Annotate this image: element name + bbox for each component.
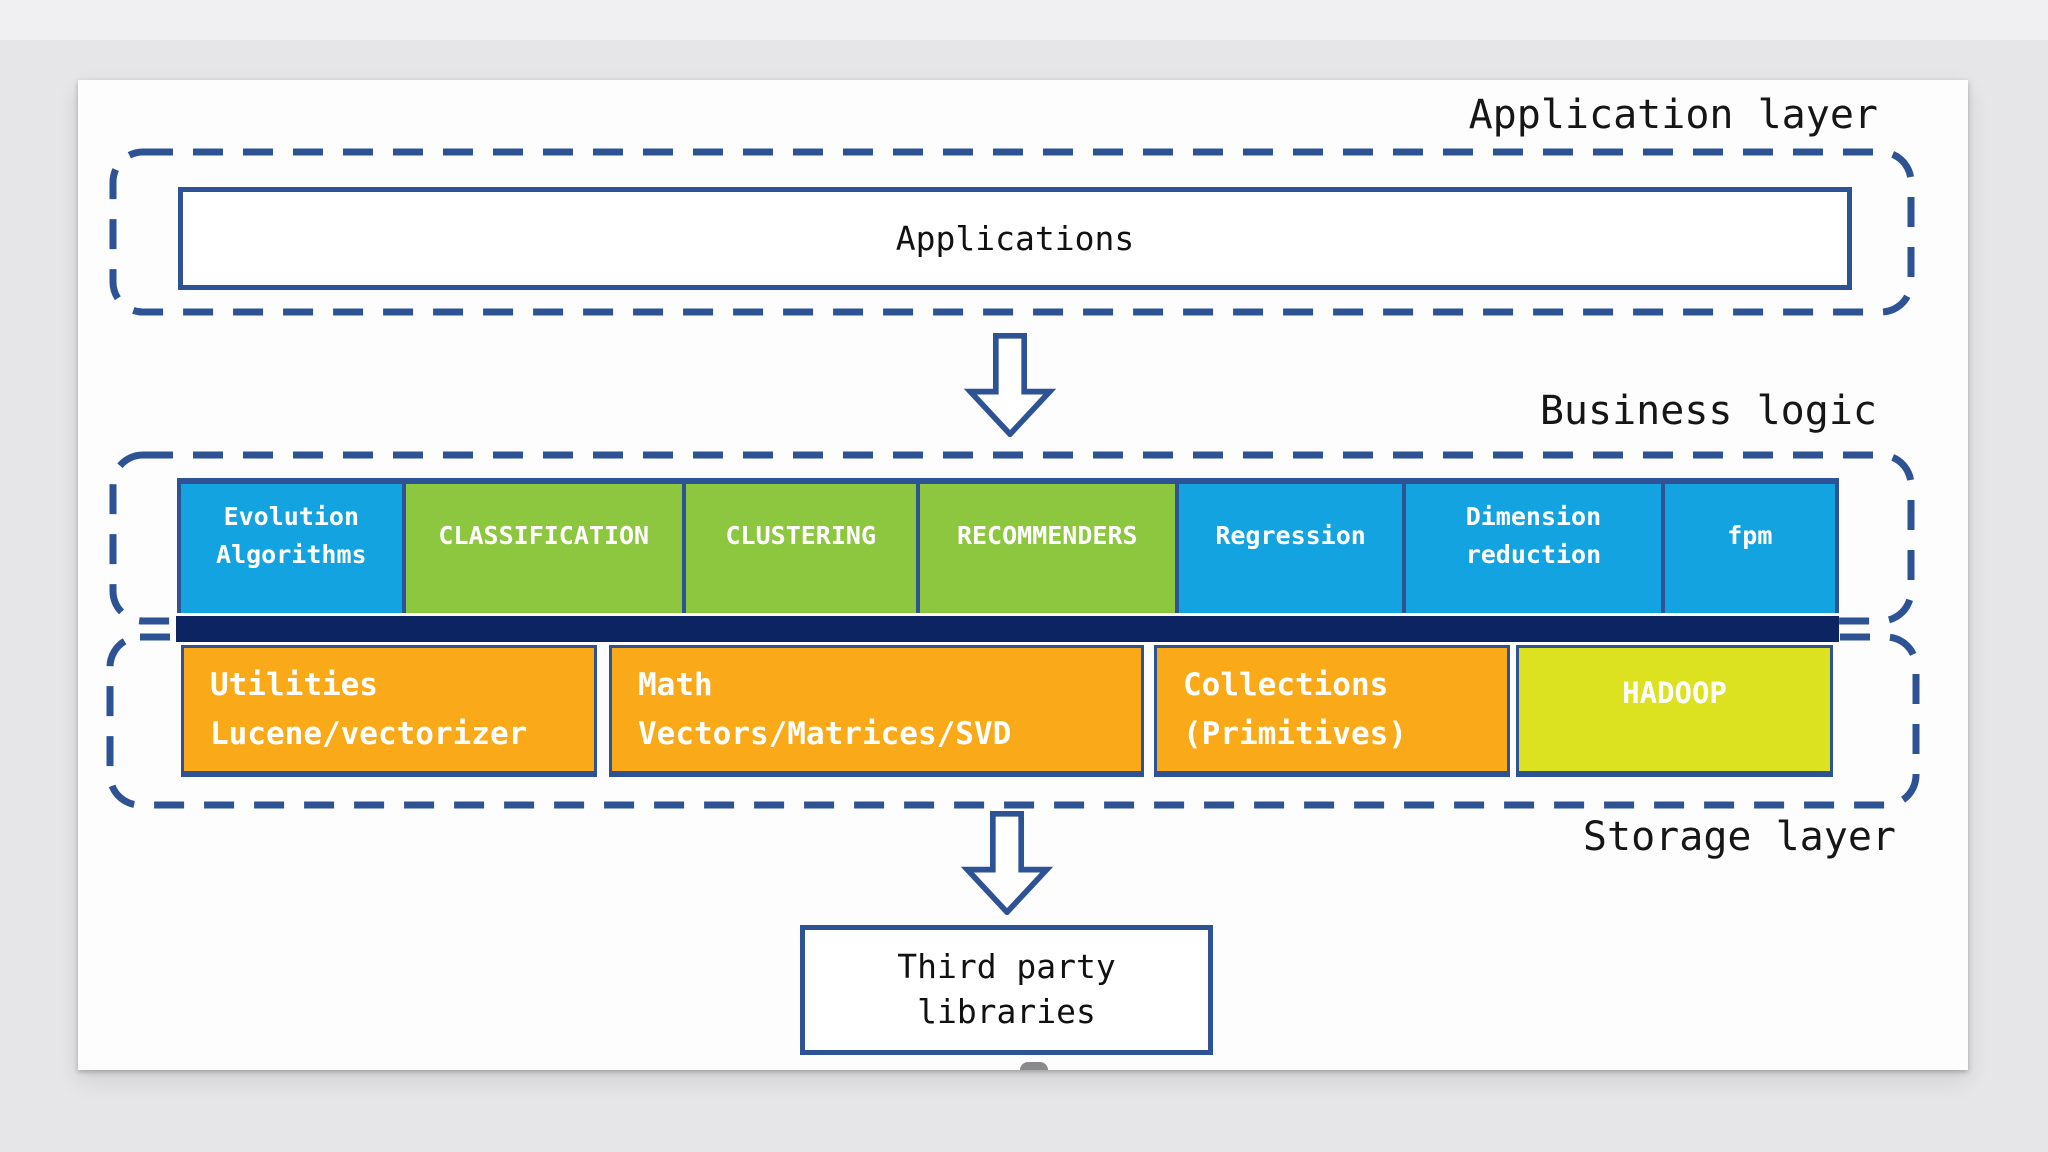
down-arrow-icon xyxy=(963,333,1057,437)
background-top-strip xyxy=(0,0,2048,40)
storage-box-utilities: Utilities Lucene/vectorizer xyxy=(181,645,597,777)
applications-box-label: Applications xyxy=(895,219,1135,258)
down-arrow-icon xyxy=(960,811,1054,915)
algorithm-box-classification: CLASSIFICATION xyxy=(405,484,682,613)
storage-box-line2: (Primitives) xyxy=(1183,716,1407,752)
algorithm-box-regression: Regression xyxy=(1178,484,1403,613)
third-party-libraries-box: Third party libraries xyxy=(800,925,1213,1055)
divider-band xyxy=(176,616,1839,642)
storage-box-line2: Vectors/Matrices/SVD xyxy=(638,716,1012,752)
applications-box: Applications xyxy=(178,187,1852,290)
algorithm-row: Evolution Algorithms CLASSIFICATION CLUS… xyxy=(177,478,1839,613)
business-logic-title: Business logic xyxy=(1539,388,1877,434)
storage-box-line1: Math xyxy=(638,666,713,703)
application-layer-title: Application layer xyxy=(1468,92,1878,138)
algorithm-box-recommenders: RECOMMENDERS xyxy=(919,484,1175,613)
third-party-line1: Third party xyxy=(897,947,1116,987)
storage-box-hadoop: HADOOP xyxy=(1516,645,1833,777)
algorithm-box-dimension-reduction: Dimension reduction xyxy=(1406,484,1661,613)
storage-box-line1: Collections xyxy=(1183,666,1389,703)
storage-box-line1: HADOOP xyxy=(1622,675,1727,710)
storage-box-collections: Collections (Primitives) xyxy=(1154,645,1510,777)
storage-box-line1: Utilities xyxy=(210,666,378,703)
storage-layer-title: Storage layer xyxy=(1582,814,1896,860)
third-party-line2: libraries xyxy=(917,992,1096,1031)
third-party-label: Third party libraries xyxy=(897,945,1116,1035)
bottom-notch xyxy=(1020,1062,1048,1070)
algorithm-box-fpm: fpm xyxy=(1664,484,1835,613)
algorithm-box-clustering: CLUSTERING xyxy=(685,484,916,613)
diagram-canvas: Application layer Applications Business … xyxy=(78,80,1968,1070)
storage-box-line2: Lucene/vectorizer xyxy=(210,716,528,752)
algorithm-box-evolution: Evolution Algorithms xyxy=(181,484,402,613)
storage-box-math: Math Vectors/Matrices/SVD xyxy=(609,645,1144,777)
